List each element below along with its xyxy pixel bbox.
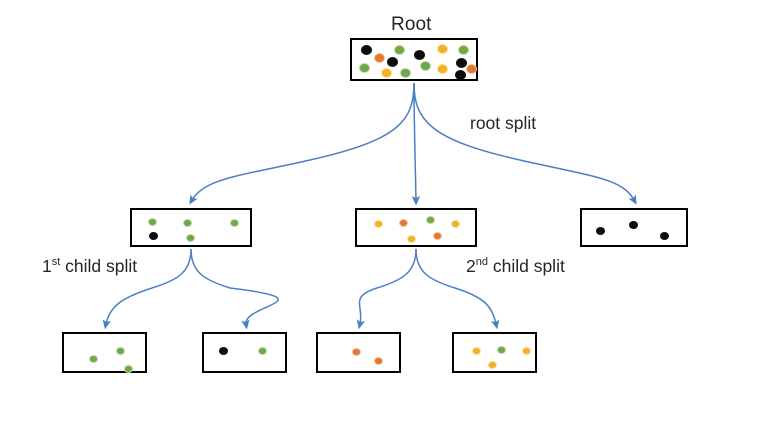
edge-root-to-child-1	[189, 82, 415, 205]
data-point-green	[400, 68, 411, 78]
second-child-split-ordinal: nd	[475, 256, 488, 269]
first-child-split-text: child split	[60, 256, 138, 276]
data-point-green	[420, 61, 431, 71]
data-point-black	[629, 221, 638, 229]
data-point-green	[394, 45, 405, 55]
edge-child-1-to-leaf-2	[190, 248, 279, 330]
data-point-black	[361, 45, 372, 55]
data-point-yellow	[437, 44, 448, 54]
data-point-black	[456, 58, 467, 68]
data-point-orange	[374, 357, 383, 365]
data-point-orange	[466, 64, 477, 74]
data-point-black	[414, 50, 425, 60]
first-child-split-number: 1	[42, 256, 52, 276]
data-point-yellow	[381, 68, 392, 78]
edge-root-to-child-2	[411, 82, 421, 206]
edges-group	[102, 82, 637, 330]
data-point-yellow	[407, 235, 416, 243]
leaf-node-2	[202, 332, 287, 373]
data-point-yellow	[472, 347, 481, 355]
child-node-2	[355, 208, 477, 247]
second-child-split-text: child split	[487, 256, 565, 276]
child-node-3	[580, 208, 688, 247]
root-title: Root	[391, 14, 432, 35]
second-child-split-number: 2	[466, 256, 476, 276]
data-point-green	[186, 234, 195, 242]
data-point-black	[219, 347, 228, 355]
data-point-green	[497, 346, 506, 354]
data-point-green	[458, 45, 469, 55]
label-root-split: root split	[470, 113, 537, 133]
first-child-split-ordinal: st	[51, 256, 61, 269]
data-point-green	[124, 365, 133, 373]
edge-root-to-child-3	[413, 82, 637, 205]
data-point-black	[387, 57, 398, 67]
data-point-orange	[352, 348, 361, 356]
data-point-orange	[399, 219, 408, 227]
child-node-1	[130, 208, 252, 247]
leaf-node-1	[62, 332, 147, 373]
label-2nd-child-split: 2nd child split	[466, 256, 565, 276]
data-point-green	[230, 219, 239, 227]
data-point-green	[258, 347, 267, 355]
edge-child-2-to-leaf-3	[356, 248, 417, 330]
data-point-green	[148, 218, 157, 226]
data-point-green	[359, 63, 370, 73]
data-point-green	[426, 216, 435, 224]
data-point-orange	[374, 53, 385, 63]
data-point-black	[660, 232, 669, 240]
data-point-yellow	[488, 361, 497, 369]
leaf-node-3	[316, 332, 401, 373]
data-point-yellow	[522, 347, 531, 355]
data-point-black	[596, 227, 605, 235]
data-point-orange	[433, 232, 442, 240]
leaf-node-4	[452, 332, 537, 373]
data-point-yellow	[374, 220, 383, 228]
root-node	[350, 38, 478, 81]
data-point-black	[149, 232, 158, 240]
data-point-green	[183, 219, 192, 227]
data-point-yellow	[451, 220, 460, 228]
data-point-black	[455, 70, 466, 80]
data-point-green	[116, 347, 125, 355]
label-1st-child-split: 1st child split	[42, 256, 138, 276]
data-point-yellow	[437, 64, 448, 74]
data-point-green	[89, 355, 98, 363]
